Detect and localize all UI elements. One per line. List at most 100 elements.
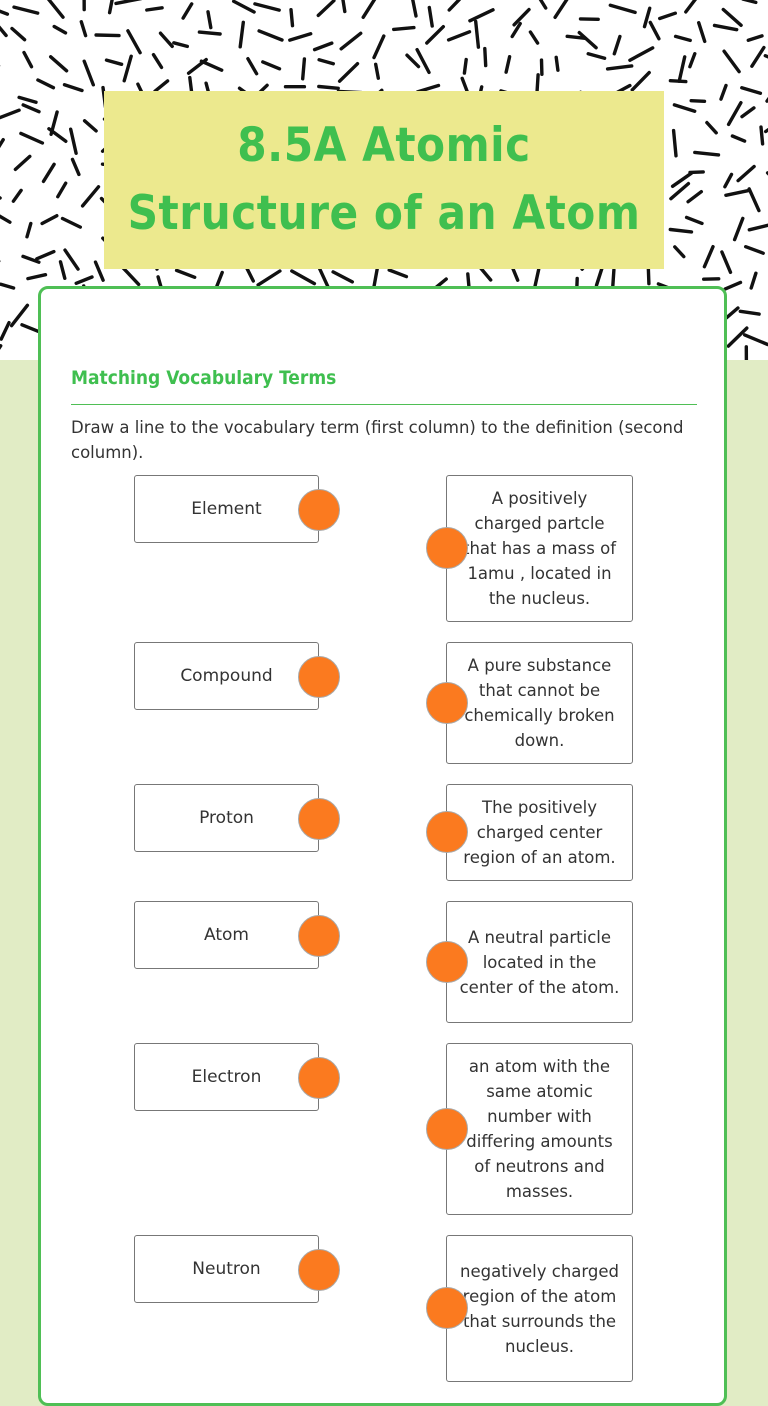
pattern-stroke	[514, 10, 529, 25]
pattern-stroke	[73, 159, 79, 174]
pattern-stroke	[76, 277, 92, 283]
pattern-stroke	[0, 110, 19, 118]
pattern-stroke	[234, 1, 254, 12]
title-banner: 8.5A Atomic Structure of an Atom	[104, 91, 664, 269]
pattern-stroke	[63, 219, 81, 228]
pattern-stroke	[707, 123, 716, 133]
pattern-stroke	[740, 311, 759, 314]
pattern-stroke	[723, 10, 741, 26]
pattern-stroke	[343, 0, 345, 12]
pattern-stroke	[530, 32, 537, 43]
definition-connector-dot-icon[interactable]	[426, 941, 468, 983]
pattern-stroke	[21, 133, 43, 143]
pattern-stroke	[107, 60, 122, 64]
pattern-stroke	[290, 34, 311, 40]
pattern-stroke	[648, 267, 649, 284]
term-box: Compound	[134, 642, 319, 710]
pattern-stroke	[291, 10, 293, 26]
pattern-stroke	[485, 49, 486, 66]
pattern-stroke	[44, 164, 55, 181]
pattern-stroke	[449, 32, 470, 40]
pattern-stroke	[686, 0, 699, 12]
pattern-stroke	[363, 0, 375, 17]
pattern-stroke	[695, 152, 719, 155]
definition-connector-dot-icon[interactable]	[426, 1287, 468, 1329]
term-connector-dot-icon[interactable]	[298, 1249, 340, 1291]
pattern-stroke	[630, 48, 653, 60]
pattern-stroke	[12, 29, 25, 40]
pattern-stroke	[588, 54, 604, 59]
pattern-stroke	[407, 55, 419, 66]
pattern-stroke	[727, 308, 738, 318]
pattern-stroke	[183, 4, 192, 18]
instructions-text: Draw a line to the vocabulary term (firs…	[71, 415, 697, 465]
term-connector-dot-icon[interactable]	[298, 798, 340, 840]
pattern-stroke	[0, 210, 10, 222]
pattern-stroke	[761, 127, 763, 144]
pattern-stroke	[470, 10, 493, 21]
pattern-stroke	[201, 61, 221, 70]
pattern-stroke	[556, 57, 558, 70]
pattern-stroke	[704, 247, 713, 267]
pattern-stroke	[610, 5, 635, 12]
pattern-stroke	[752, 48, 764, 67]
pattern-stroke	[0, 140, 3, 152]
pattern-stroke	[128, 31, 140, 53]
pattern-stroke	[449, 0, 459, 10]
pattern-stroke	[23, 105, 39, 112]
pattern-stroke	[427, 27, 444, 43]
pattern-stroke	[255, 4, 279, 10]
pattern-stroke	[725, 282, 740, 289]
pattern-stroke	[690, 172, 703, 173]
pattern-stroke	[319, 268, 328, 287]
pattern-stroke	[155, 81, 168, 91]
pattern-stroke	[319, 87, 338, 89]
pattern-stroke	[13, 190, 21, 201]
pattern-stroke	[84, 61, 93, 85]
pattern-stroke	[748, 36, 762, 40]
pattern-stroke	[318, 1, 334, 16]
definition-connector-dot-icon[interactable]	[426, 527, 468, 569]
pattern-stroke	[374, 36, 384, 58]
pattern-stroke	[65, 250, 78, 269]
definition-box: an atom with the same atomic number with…	[446, 1043, 633, 1215]
pattern-stroke	[14, 7, 38, 13]
pattern-stroke	[0, 346, 1, 359]
pattern-stroke	[742, 88, 761, 94]
pattern-stroke	[12, 305, 28, 325]
pattern-stroke	[61, 262, 65, 279]
term-connector-dot-icon[interactable]	[298, 915, 340, 957]
pattern-stroke	[729, 103, 741, 125]
pattern-stroke	[608, 66, 632, 69]
pattern-stroke	[376, 64, 379, 78]
page-title: 8.5A Atomic Structure of an Atom	[124, 112, 644, 248]
pattern-stroke	[650, 22, 659, 38]
pattern-stroke	[177, 270, 195, 277]
pattern-stroke	[746, 247, 764, 254]
pattern-stroke	[0, 8, 7, 14]
pattern-stroke	[199, 32, 220, 34]
pattern-stroke	[690, 54, 695, 67]
pattern-stroke	[721, 86, 726, 100]
pattern-stroke	[38, 80, 54, 88]
definition-connector-dot-icon[interactable]	[426, 811, 468, 853]
definition-connector-dot-icon[interactable]	[426, 1108, 468, 1150]
pattern-stroke	[85, 121, 97, 131]
pattern-stroke	[537, 75, 538, 91]
term-connector-dot-icon[interactable]	[298, 489, 340, 531]
pattern-stroke	[81, 22, 85, 36]
term-connector-dot-icon[interactable]	[298, 656, 340, 698]
pattern-stroke	[208, 12, 211, 28]
pattern-stroke	[258, 271, 280, 285]
pattern-stroke	[674, 131, 676, 156]
pattern-stroke	[645, 8, 650, 26]
pattern-stroke	[110, 0, 114, 13]
pattern-stroke	[597, 267, 603, 286]
term-connector-dot-icon[interactable]	[298, 1057, 340, 1099]
definition-connector-dot-icon[interactable]	[426, 682, 468, 724]
pattern-stroke	[96, 262, 104, 280]
pattern-stroke	[464, 60, 466, 74]
definition-box: negatively charged region of the atom th…	[446, 1235, 633, 1382]
pattern-stroke	[116, 0, 141, 3]
pattern-stroke	[0, 21, 6, 36]
